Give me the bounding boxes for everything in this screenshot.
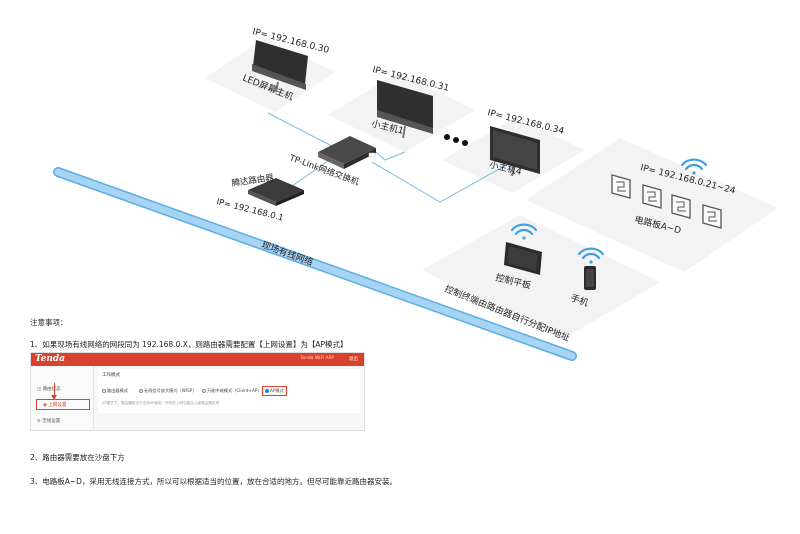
switch-front: [344, 148, 376, 169]
small-host-1: [377, 80, 433, 139]
phone: [584, 266, 596, 290]
notes-title: 注意事项：: [30, 318, 68, 327]
link-led-switch: [267, 112, 341, 151]
sidebar-item-label: 无线设置: [42, 419, 61, 424]
sidebar-item-label: 路由状态: [42, 387, 61, 392]
host4-screen-inner: [493, 130, 537, 170]
mode-router-radio[interactable]: 路由器模式: [102, 388, 128, 394]
mode-hint: AP模式下，路由器相当于无线AP使用，所有的上网功能由上级路由器实现: [102, 401, 220, 405]
control-tablet: [504, 242, 542, 275]
router-side: [248, 190, 276, 206]
tenda-logout-link[interactable]: 退出: [349, 357, 358, 362]
tenda-header: Tenda Tenda WiFi APP 退出: [31, 353, 364, 366]
wifi-icon: ≋: [37, 419, 43, 424]
circuit-board-icon: [642, 184, 662, 209]
more-hosts-dots: [444, 134, 468, 146]
radio-selected-icon: [265, 389, 269, 393]
sidebar-item-status[interactable]: ◫ 路由状态: [37, 386, 61, 392]
wifi-icon: [577, 247, 605, 264]
circuit-board-icon: [702, 204, 722, 229]
mode-label: 无线信号放大模式（WISP）: [144, 388, 197, 393]
wired-network-cable-highlight: [54, 168, 576, 360]
link-host1-switch: [375, 151, 406, 161]
status-icon: ◫: [37, 387, 43, 392]
circuit-boards: [611, 174, 722, 229]
switch-side: [318, 152, 344, 169]
wifi-icon: [680, 158, 708, 175]
radio-icon: [202, 389, 206, 393]
globe-icon: ◉: [43, 403, 49, 408]
host4-stand: [511, 165, 515, 177]
note-3: 3、电路板A~D，采用无线连接方式，所以可以根据适当的位置，放在合适的地方。但尽…: [30, 477, 397, 486]
mode-client-radio[interactable]: 万能中继模式（Client+AP）: [202, 388, 262, 394]
circuit-board-icon: [671, 194, 691, 219]
tenda-admin-screenshot: Tenda Tenda WiFi APP 退出 ◫ 路由状态 ◉ 上网设置 ≋ …: [30, 352, 365, 431]
tablet-screen: [507, 246, 538, 271]
dot-icon: [444, 134, 450, 140]
phone-screen: [586, 269, 594, 287]
sidebar-item-internet[interactable]: ◉ 上网设置: [36, 399, 90, 410]
mode-label: 万能中继模式（Client+AP）: [207, 388, 262, 393]
host1-screen-base: [377, 110, 433, 134]
mode-wisp-radio[interactable]: 无线信号放大模式（WISP）: [139, 388, 196, 394]
dot-icon: [453, 137, 459, 143]
link-switch-host4: [371, 161, 511, 203]
radio-icon: [102, 389, 106, 393]
tenda-main-panel: 工作模式 路由器模式 无线信号放大模式（WISP） 万能中继模式（Client+…: [98, 369, 360, 413]
host1-stand: [402, 125, 406, 139]
platform-terminals: [422, 215, 660, 340]
small-host-4: [490, 126, 540, 177]
mode-label: 路由器模式: [107, 388, 128, 393]
dot-icon: [462, 140, 468, 146]
switch-top: [318, 136, 376, 164]
arrow-down-icon: [51, 383, 57, 400]
tenda-logo: Tenda: [35, 354, 66, 364]
sidebar-item-wireless[interactable]: ≋ 无线设置: [37, 418, 60, 424]
mode-ap-radio[interactable]: AP模式: [262, 386, 287, 396]
radio-icon: [139, 389, 143, 393]
wifi-icon: [510, 223, 538, 240]
led-screen-host: [252, 40, 308, 93]
led-screen-icon: [253, 40, 308, 84]
led-screen-base: [252, 64, 306, 90]
switch-port: [368, 152, 376, 158]
tenda-product-link[interactable]: Tenda WiFi APP: [300, 356, 334, 361]
tenda-sidebar: ◫ 路由状态 ◉ 上网设置 ≋ 无线设置: [31, 366, 94, 430]
note-2: 2、路由器需要放在沙盘下方: [30, 453, 125, 462]
tenda-router: [248, 178, 304, 206]
router-front: [276, 190, 304, 206]
tplink-switch: [318, 136, 376, 169]
circuit-board-icon: [611, 174, 631, 199]
sidebar-item-label: 上网设置: [48, 403, 67, 408]
led-screen-stand: [275, 81, 279, 93]
mode-label: AP模式: [270, 388, 284, 393]
wired-network-label: 现场有线网络: [260, 239, 315, 269]
work-mode-title: 工作模式: [102, 373, 120, 378]
host1-screen-icon: [377, 80, 433, 130]
note-1: 1、如果现场有线网络的网段同为 192.168.0.X，则路由器需要配置【上网设…: [30, 340, 348, 349]
